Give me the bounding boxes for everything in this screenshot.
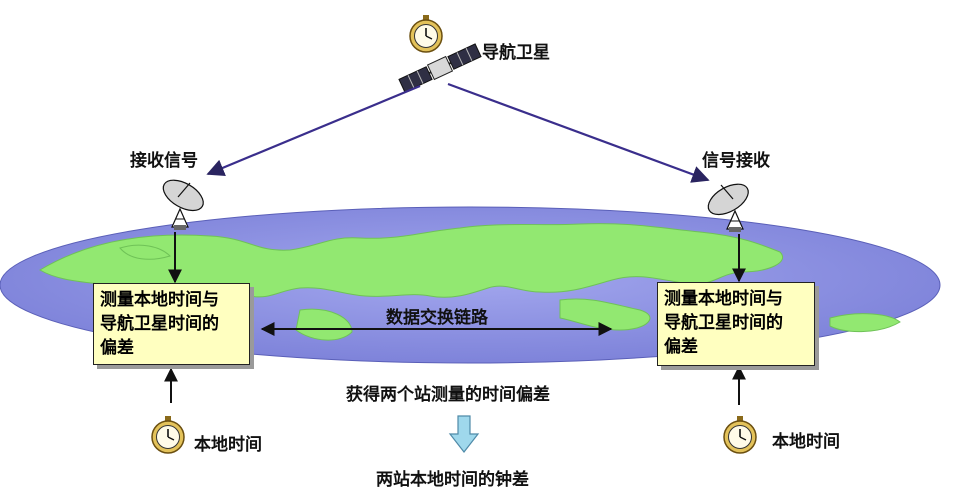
dish-antenna-icon	[707, 183, 749, 232]
stopwatch-icon	[409, 15, 443, 53]
result-label: 获得两个站测量的时间偏差	[346, 385, 550, 405]
data-link-label: 数据交换链路	[386, 308, 488, 328]
satellite-label: 导航卫星	[482, 43, 550, 63]
measure-box-line: 偏差	[100, 338, 134, 358]
signal-arrow-left	[206, 84, 421, 177]
measure-box-left: 测量本地时间与 导航卫星时间的 偏差	[93, 283, 250, 365]
stopwatch-icon	[151, 416, 185, 454]
local-time-label-left: 本地时间	[194, 435, 262, 455]
down-arrow-icon	[448, 415, 480, 453]
measure-box-line: 偏差	[664, 337, 698, 357]
signal-arrow-right	[447, 82, 710, 183]
local-time-label-right: 本地时间	[772, 432, 840, 452]
final-result-label: 两站本地时间的钟差	[376, 470, 529, 490]
measure-box-right: 测量本地时间与 导航卫星时间的 偏差	[657, 282, 815, 366]
measure-box-line: 测量本地时间与	[664, 289, 783, 309]
receive-signal-label-left: 接收信号	[130, 151, 198, 171]
stopwatch-icon	[723, 416, 757, 454]
receive-signal-label-right: 信号接收	[702, 151, 770, 171]
dish-antenna-icon	[162, 179, 204, 230]
measure-box-line: 导航卫星时间的	[100, 314, 219, 334]
measure-box-line: 导航卫星时间的	[664, 313, 783, 333]
measure-box-line: 测量本地时间与	[100, 290, 219, 310]
satellite-icon	[398, 43, 482, 93]
